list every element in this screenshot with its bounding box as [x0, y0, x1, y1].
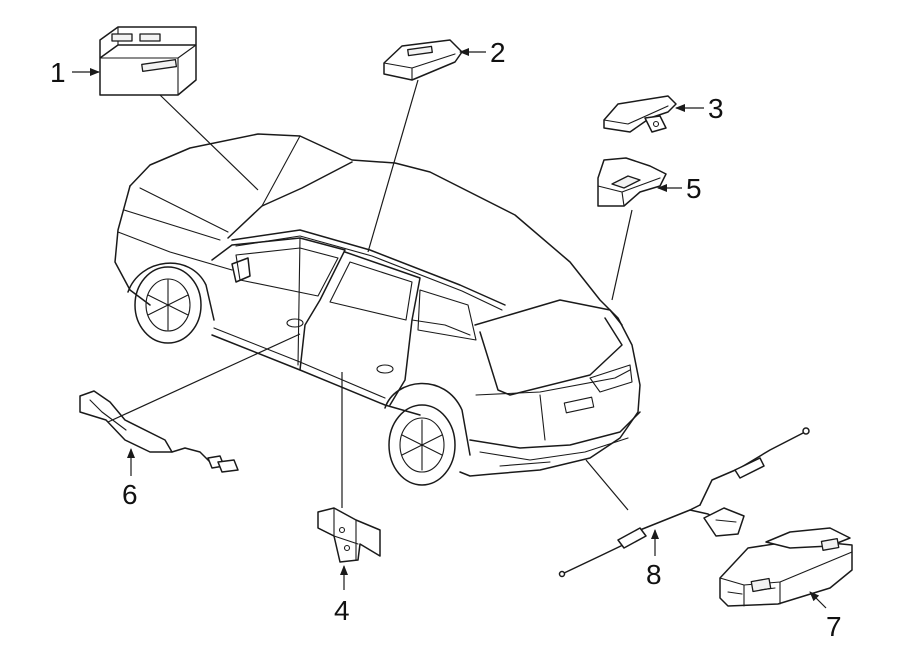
callout-2: 2 [490, 37, 506, 68]
callout-1: 1 [50, 57, 66, 88]
vehicle-suv [114, 133, 641, 486]
callout-7: 7 [826, 611, 842, 642]
callout-6: 6 [122, 479, 138, 510]
part-3-sensor [603, 95, 677, 133]
callout-3: 3 [708, 93, 724, 124]
part-1-module [99, 26, 197, 96]
callout-5: 5 [686, 173, 702, 204]
part-5-module [597, 157, 667, 207]
part-4-bracket [317, 507, 381, 563]
callout-4: 4 [334, 595, 350, 626]
leader-lines [107, 79, 633, 511]
part-2-sensor [383, 39, 463, 81]
part-8-antenna-cable [558, 427, 810, 578]
callout-arrows [72, 48, 827, 609]
part-6-antenna-strip [79, 390, 239, 473]
part-7-module [719, 527, 853, 607]
callout-8: 8 [646, 559, 662, 590]
